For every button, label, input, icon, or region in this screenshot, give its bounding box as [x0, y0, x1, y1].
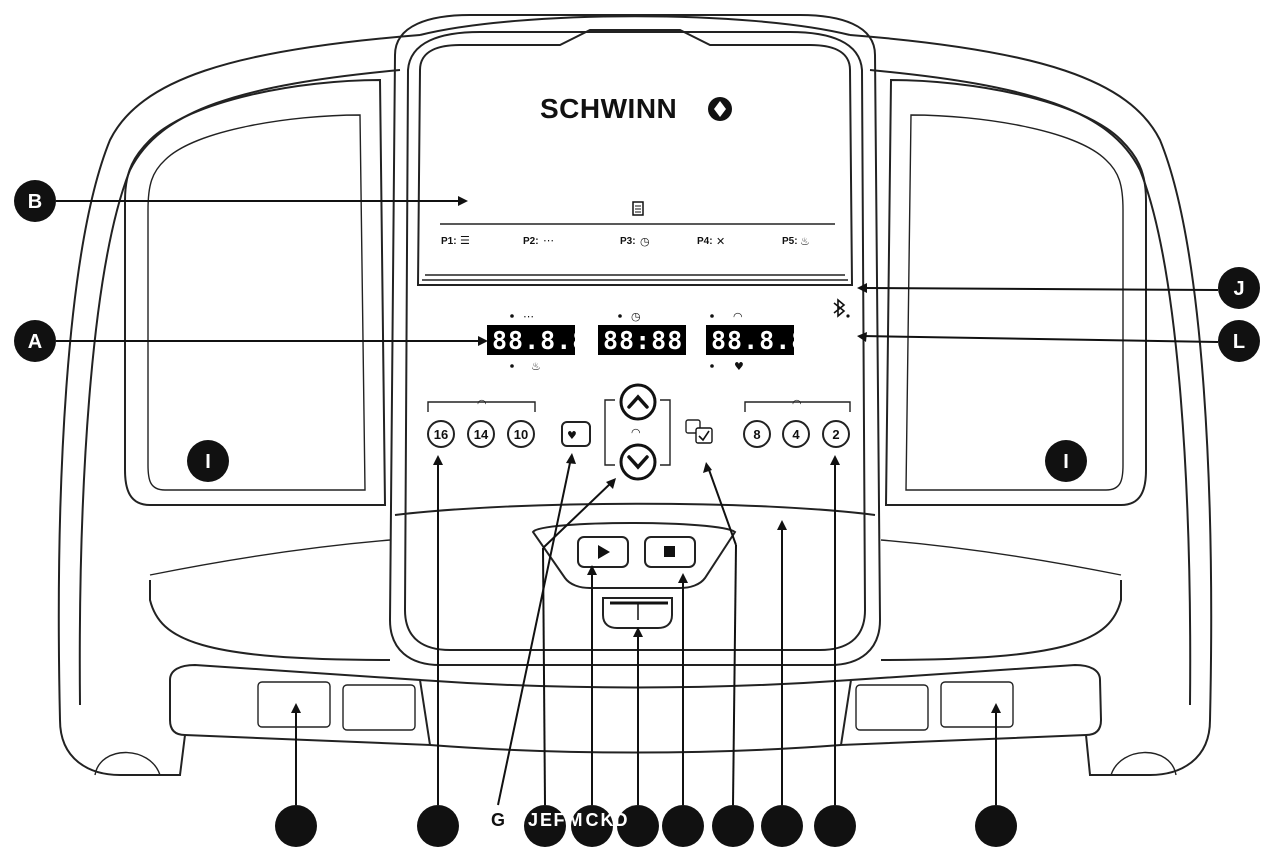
- program-p5[interactable]: P5:: [782, 236, 798, 247]
- svg-text:8: 8: [753, 427, 760, 442]
- adjust-group: ◠: [604, 383, 671, 481]
- callout-h-label: H: [511, 810, 524, 830]
- tools-icon: ✕: [716, 235, 725, 248]
- up-button[interactable]: [619, 383, 657, 421]
- callout-k-label: K: [601, 810, 614, 830]
- play-icon: [598, 545, 610, 559]
- callout-m-label: M: [568, 810, 583, 830]
- svg-text:B: B: [28, 191, 42, 213]
- bluetooth-heart-icon: ♥: [567, 429, 577, 442]
- callout-d-label: D: [615, 810, 628, 830]
- speed-icon: ◠: [477, 397, 487, 410]
- start-button[interactable]: [577, 536, 629, 568]
- callout-bottom-8: [761, 805, 803, 847]
- safety-key[interactable]: [602, 597, 673, 629]
- svg-text:2: 2: [832, 427, 839, 442]
- bluetooth-icon: [833, 298, 850, 318]
- brand-mark-icon: [708, 97, 732, 121]
- clock-icon: ◷: [640, 235, 650, 248]
- display-row: ⋯ 88.8.8 ♨ ◷ 88:88 ◠ 88.8.8 ♥: [487, 310, 807, 373]
- callout-j: J: [1218, 267, 1260, 309]
- callout-c-label: C: [586, 810, 599, 830]
- bluetooth-heart-button[interactable]: ♥: [561, 421, 591, 447]
- svg-text:10: 10: [514, 427, 528, 442]
- callout-i-right: I: [1045, 440, 1087, 482]
- program-p4[interactable]: P4:: [697, 236, 713, 247]
- svg-text:I: I: [1063, 451, 1069, 473]
- display-center-readout: 88:88: [603, 326, 683, 355]
- display-right-readout: 88.8.8: [711, 326, 807, 355]
- speed-key-10[interactable]: 10: [507, 420, 535, 448]
- down-button[interactable]: [619, 443, 657, 481]
- callout-bottom-10: [975, 805, 1017, 847]
- clock-icon: ◷: [631, 310, 641, 323]
- stop-icon: [664, 546, 675, 557]
- callout-bottom-4: [571, 805, 613, 847]
- console-frame: [57, 14, 1213, 776]
- program-select-button[interactable]: [685, 419, 713, 444]
- svg-text:I: I: [205, 451, 211, 473]
- callout-b: B: [14, 180, 56, 222]
- sliders-icon: ☰: [460, 234, 470, 247]
- svg-text:J: J: [1233, 278, 1244, 300]
- callout-bottom-1: [275, 805, 317, 847]
- incline-icon: ◠: [792, 397, 802, 410]
- svg-text:16: 16: [434, 427, 448, 442]
- callout-a: A: [14, 320, 56, 362]
- incline-key-group: ◠ 8 4 2: [743, 397, 851, 448]
- svg-text:14: 14: [474, 427, 489, 442]
- brand-logo: SCHWINN: [540, 93, 677, 124]
- incline-key-8[interactable]: 8: [743, 420, 771, 448]
- display-right: ◠ 88.8.8 ♥: [706, 310, 807, 373]
- leader-lines: [56, 196, 1219, 806]
- svg-text:L: L: [1233, 331, 1245, 353]
- speed-icon: ◠: [733, 310, 743, 323]
- check-icon: [698, 430, 710, 442]
- calories-icon: ♨: [531, 360, 541, 373]
- speed-key-16[interactable]: 16: [427, 420, 455, 448]
- callout-bottom-6: [662, 805, 704, 847]
- distance-icon: ⋯: [543, 234, 554, 247]
- display-center: ◷ 88:88: [598, 310, 686, 355]
- callout-e-label: E: [540, 810, 552, 830]
- start-stop-pod: [531, 522, 737, 589]
- callout-bottom-5: [617, 805, 659, 847]
- callout-j-bottom-label: J: [528, 810, 538, 830]
- svg-text:4: 4: [792, 427, 800, 442]
- program-strip: P1: ☰ P2: ⋯ P3: ◷ P4: ✕ P5: ♨: [440, 201, 835, 248]
- callout-bottom-9: [814, 805, 856, 847]
- speed-icon: ◠: [631, 426, 641, 439]
- speed-key-group: ◠ 16 14 10: [427, 397, 536, 448]
- distance-icon: ⋯: [523, 310, 534, 323]
- callout-bottom-3: [524, 805, 566, 847]
- display-left-readout: 88.8.8: [492, 326, 588, 355]
- program-list-icon: [632, 201, 644, 216]
- program-p3[interactable]: P3:: [620, 236, 636, 247]
- flame-icon: ♨: [800, 235, 810, 248]
- program-p2[interactable]: P2:: [523, 236, 539, 247]
- callout-g-label: G: [491, 810, 505, 830]
- callout-bottom-7: [712, 805, 754, 847]
- stop-button[interactable]: [644, 536, 696, 568]
- svg-text:A: A: [28, 331, 42, 353]
- heart-icon: ♥: [734, 360, 744, 373]
- incline-key-2[interactable]: 2: [822, 420, 850, 448]
- callout-i-left: I: [187, 440, 229, 482]
- incline-key-4[interactable]: 4: [782, 420, 810, 448]
- callout-l: L: [1218, 320, 1260, 362]
- bottom-callouts: G H J E F M C K D: [275, 805, 1017, 847]
- speed-key-14[interactable]: 14: [467, 420, 495, 448]
- program-p1[interactable]: P1:: [441, 236, 457, 247]
- callout-bottom-2: [417, 805, 459, 847]
- callout-f-label: F: [554, 810, 565, 830]
- display-left: ⋯ 88.8.8 ♨: [487, 310, 588, 373]
